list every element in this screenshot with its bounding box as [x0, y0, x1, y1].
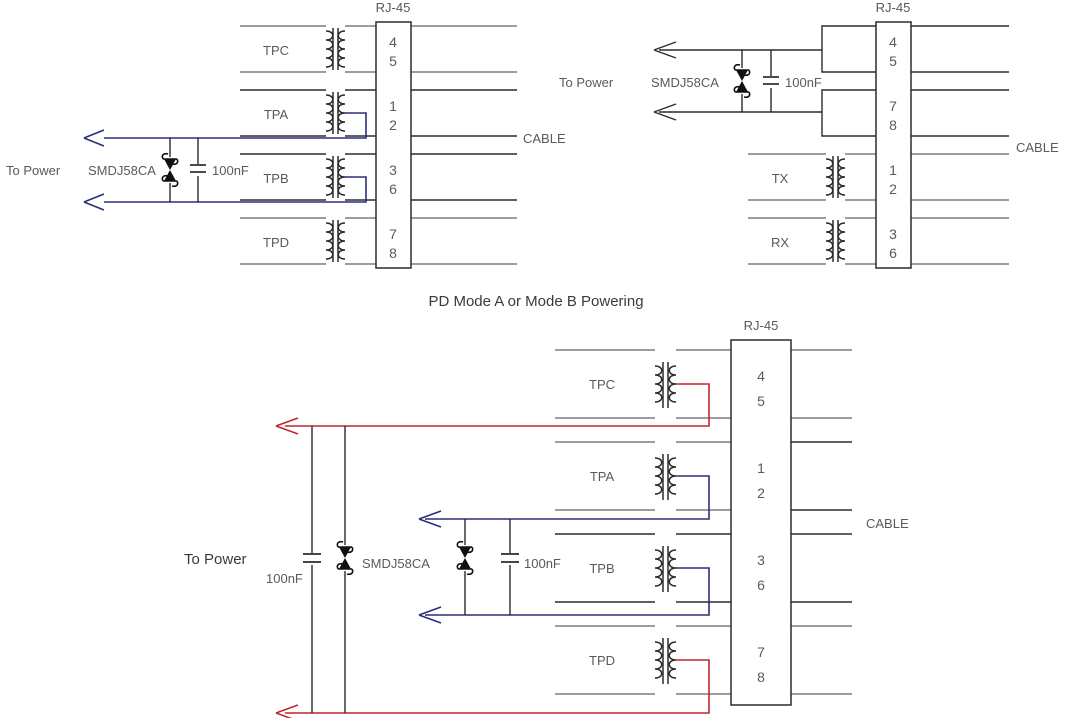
pair-label-tpa: TPA	[590, 469, 615, 484]
tvs-diode-symbol	[161, 152, 179, 188]
tvs-label: SMDJ58CA	[88, 163, 156, 178]
pair-label-tpb: TPB	[263, 171, 288, 186]
pin-number: 8	[389, 245, 397, 261]
pair-tpc-bottom: TPC	[285, 349, 731, 427]
mode-a-tap-tpa	[425, 475, 710, 520]
to-power-label: To Power	[6, 163, 61, 178]
pin-number: 7	[389, 226, 397, 242]
tvs-diode-symbol	[456, 540, 474, 576]
protection-network-outer: 100nF SMDJ58CA	[266, 426, 430, 713]
protection-network-inner: 100nF	[456, 519, 561, 615]
power-arrow-red-top	[275, 417, 299, 435]
to-power-label: To Power	[559, 75, 614, 90]
pin-number: 7	[757, 644, 765, 660]
pin-number: 5	[389, 53, 397, 69]
mode-a-tap-tpb	[104, 176, 367, 203]
power-arrow-blue-bottom	[418, 606, 442, 624]
pin-number: 7	[889, 98, 897, 114]
rj45-connector-box	[875, 21, 912, 269]
mode-b-tap-tpc	[285, 383, 710, 427]
tvs-diode-symbol	[336, 540, 354, 576]
mode-a-tap-tpb	[425, 567, 710, 616]
pair-tx: TX	[748, 153, 876, 201]
pair-label-tpd: TPD	[263, 235, 289, 250]
pin-number: 1	[389, 98, 397, 114]
tvs-label: SMDJ58CA	[651, 75, 719, 90]
pin-number: 1	[757, 460, 765, 476]
tvs-label: SMDJ58CA	[362, 556, 430, 571]
pin-number: 8	[757, 669, 765, 685]
to-power-label: To Power	[184, 551, 247, 568]
cable-lines-right	[911, 25, 1009, 265]
pair-tpb: TPB	[104, 153, 376, 203]
pair-tpc: TPC	[240, 25, 376, 73]
pin-number: 4	[757, 368, 765, 384]
pin-number: 2	[889, 181, 897, 197]
pin-number: 2	[757, 485, 765, 501]
power-arrow-red-bottom	[275, 704, 299, 718]
pair-label-tpc: TPC	[589, 377, 615, 392]
rj45-label: RJ-45	[876, 0, 911, 15]
pin-number: 3	[757, 552, 765, 568]
cable-lines-left	[411, 25, 517, 265]
pin-number: 2	[389, 117, 397, 133]
pin-number: 1	[889, 162, 897, 178]
pair-tpd-bottom: TPD	[285, 625, 731, 714]
pin-number: 3	[889, 226, 897, 242]
pin-number: 6	[757, 577, 765, 593]
rj45-connector-box	[730, 339, 792, 706]
mode-b-tap-tpd	[285, 659, 710, 714]
pair-rx: RX	[748, 217, 876, 265]
pin-number: 5	[757, 393, 765, 409]
pin-number: 4	[389, 34, 397, 50]
pair-tpb-bottom: TPB	[425, 533, 731, 616]
rj45-label: RJ-45	[376, 0, 411, 15]
power-arrow-blue-top	[418, 510, 442, 528]
diagram-top-left: CABLE TPC	[6, 0, 566, 269]
cable-label: CABLE	[1016, 140, 1059, 155]
tvs-diode-symbol	[733, 63, 751, 99]
diagram-top-right: CABLE TX	[559, 0, 1059, 269]
cable-lines-bottom	[791, 349, 852, 695]
pin-number: 8	[889, 117, 897, 133]
pair-tpd: TPD	[240, 217, 376, 265]
diagram-bottom: CABLE TPC TPA	[184, 318, 909, 718]
pair-label-tpd: TPD	[589, 653, 615, 668]
protection-network-left: 100nF SMDJ58CA	[88, 138, 249, 202]
power-arrow-top	[653, 41, 677, 59]
pair-tpa-bottom: TPA	[425, 441, 731, 520]
cap-label-inner: 100nF	[524, 556, 561, 571]
pair-label-tx: TX	[772, 171, 789, 186]
cable-label: CABLE	[866, 516, 909, 531]
pair-label-rx: RX	[771, 235, 789, 250]
pin-number: 6	[389, 181, 397, 197]
pair-tpa	[104, 89, 376, 139]
mode-b-bracket-45	[659, 25, 876, 73]
cable-label: CABLE	[523, 131, 566, 146]
mode-b-bracket-78	[659, 89, 876, 137]
pin-number: 6	[889, 245, 897, 261]
protection-network-right: 100nF SMDJ58CA	[651, 50, 822, 112]
pin-number: 5	[889, 53, 897, 69]
cap-label-outer: 100nF	[266, 571, 303, 586]
rj45-connector-box	[375, 21, 412, 269]
pin-number: 4	[889, 34, 897, 50]
power-arrow-bottom	[83, 193, 105, 211]
rj45-label: RJ-45	[744, 318, 779, 333]
power-arrow-bottom	[653, 103, 677, 121]
pair-label-tpa: TPA	[264, 107, 289, 122]
pair-label-tpb: TPB	[589, 561, 614, 576]
mode-a-tap-tpa	[104, 112, 367, 139]
power-arrow-top	[83, 129, 105, 147]
pin-number: 3	[389, 162, 397, 178]
cap-label: 100nF	[785, 75, 822, 90]
figure-title: PD Mode A or Mode B Powering	[428, 293, 643, 310]
pair-label-tpc: TPC	[263, 43, 289, 58]
cap-label: 100nF	[212, 163, 249, 178]
